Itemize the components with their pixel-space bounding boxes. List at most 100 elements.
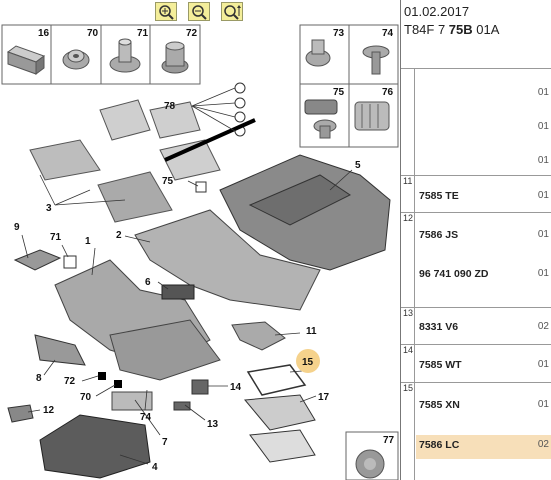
- parts-diagram: 16 70 71 72 73: [1, 24, 399, 480]
- callout-70: 70: [80, 392, 92, 403]
- row-qty: 01: [537, 268, 549, 279]
- part-14: [191, 379, 209, 395]
- row-item-number: 14: [401, 345, 415, 382]
- row-qty: 02: [537, 321, 549, 332]
- table-row[interactable]: 15 7585 XN 01 7586 LC 02: [401, 382, 551, 480]
- callout-17: 17: [318, 392, 330, 403]
- retainer-clip-icon: [354, 101, 390, 131]
- part-75-marker: [195, 181, 207, 193]
- thumb-label-76: 76: [382, 87, 394, 98]
- part-11: [231, 321, 286, 351]
- callout-5: 5: [355, 160, 361, 171]
- thumbnail-strip-top-left: 16 70 71 72: [1, 24, 201, 85]
- row-qty: 01: [537, 399, 549, 410]
- table-row[interactable]: 11 7585 TE 01: [401, 175, 551, 212]
- table-row[interactable]: 14 7585 WT 01: [401, 344, 551, 382]
- part-7: [111, 391, 153, 411]
- thumbnail-bottom: 77: [345, 431, 399, 480]
- panel-header: 01.02.2017 T84F 7 75B 01A: [401, 0, 551, 68]
- header-code-prefix: T84F 7: [404, 22, 449, 37]
- callout-15: 15: [302, 357, 314, 368]
- header-code-suffix: 01A: [472, 22, 500, 37]
- zoom-out-button[interactable]: [188, 2, 210, 21]
- table-row[interactable]: 13 8331 V6 02: [401, 307, 551, 344]
- highlight-bubble-15: [296, 349, 320, 373]
- header-date: 01.02.2017: [404, 4, 470, 19]
- thumb-label-74: 74: [382, 28, 394, 39]
- parts-list-panel: 01.02.2017 T84F 7 75B 01A 01 01 01 11 75…: [400, 0, 551, 480]
- row-reference: 7586 LC: [419, 439, 460, 451]
- row-reference: 7585 WT: [419, 359, 462, 371]
- callout-12: 12: [43, 405, 55, 416]
- row-reference: 7585 TE: [419, 190, 459, 202]
- part-plug-tray: [249, 429, 316, 463]
- plug-icon: [355, 449, 385, 479]
- row-item-number: 12: [401, 213, 415, 307]
- callout-labels: 1 2 3 4 5 6 7 8 9 11 12 13 14 15 17 70 7…: [14, 101, 361, 473]
- part-17: [244, 394, 316, 431]
- table-row[interactable]: 12 7586 JS 01 96 741 090 ZD 01: [401, 212, 551, 307]
- row-qty: 02: [537, 439, 549, 450]
- part-72: [98, 372, 106, 380]
- row-qty: 01: [537, 155, 549, 166]
- row-item-number: 15: [401, 383, 415, 480]
- part-8: [34, 334, 86, 366]
- callout-7: 7: [162, 437, 168, 448]
- header-code: T84F 7 75B 01A: [404, 22, 499, 37]
- nut-icon: [62, 49, 90, 70]
- thumb-label-73: 73: [333, 28, 345, 39]
- row-reference: 7586 JS: [419, 229, 459, 241]
- part-70-marker: [114, 380, 122, 388]
- callout-71: 71: [50, 232, 62, 243]
- zoom-in-button[interactable]: [155, 2, 177, 21]
- zoom-toolbar: [150, 2, 400, 22]
- screw-icon: [362, 45, 390, 75]
- row-item-number: 11: [401, 176, 415, 212]
- callout-8: 8: [36, 373, 42, 384]
- table-row[interactable]: 01 01 01: [401, 68, 551, 175]
- thumb-label-70: 70: [87, 28, 99, 39]
- part-9: [13, 249, 62, 271]
- part-12: [7, 404, 34, 423]
- callout-13: 13: [207, 419, 219, 430]
- row-qty: 01: [537, 87, 549, 98]
- thumb-label-71: 71: [137, 28, 149, 39]
- part-15: [246, 364, 307, 396]
- row-qty: 01: [537, 190, 549, 201]
- header-code-bold: 75B: [448, 22, 473, 37]
- highlighted-row: [416, 435, 551, 459]
- callout-9: 9: [14, 222, 20, 233]
- trunk-insulation: [39, 414, 151, 479]
- callout-78: 78: [164, 101, 176, 112]
- part-6: [161, 284, 195, 300]
- row-reference: 96 741 090 ZD: [419, 268, 489, 280]
- callout-4: 4: [152, 462, 158, 473]
- stud-icon: [109, 38, 141, 73]
- thumb-label-72: 72: [186, 28, 198, 39]
- zoom-fit-button[interactable]: [221, 2, 243, 21]
- row-reference: 7585 XN: [419, 399, 460, 411]
- leader-lines: [21, 87, 353, 465]
- callout-3: 3: [46, 203, 52, 214]
- thumb-label-16: 16: [38, 28, 50, 39]
- row-qty: 01: [537, 229, 549, 240]
- callout-72: 72: [64, 376, 76, 387]
- row-qty: 01: [537, 121, 549, 132]
- callout-11: 11: [306, 326, 317, 337]
- callout-75: 75: [162, 176, 174, 187]
- part-13: [173, 401, 191, 411]
- callout-2: 2: [116, 230, 122, 241]
- tunnel-insulation: [219, 154, 391, 271]
- row-reference: 8331 V6: [419, 321, 459, 333]
- thumb-label-77: 77: [383, 435, 395, 446]
- push-clip-icon: [305, 39, 331, 67]
- floor-mats: [29, 99, 221, 223]
- zoom-out-icon: [192, 5, 207, 20]
- zoom-in-icon: [159, 5, 174, 20]
- clip-block-icon: [6, 45, 46, 75]
- fastener-clip-icon: [304, 99, 338, 139]
- zoom-fit-icon: [224, 5, 241, 20]
- callout-6: 6: [145, 277, 151, 288]
- thumbnail-grid-top-right: 73 74 75 76: [299, 24, 399, 148]
- callout-1: 1: [85, 236, 91, 247]
